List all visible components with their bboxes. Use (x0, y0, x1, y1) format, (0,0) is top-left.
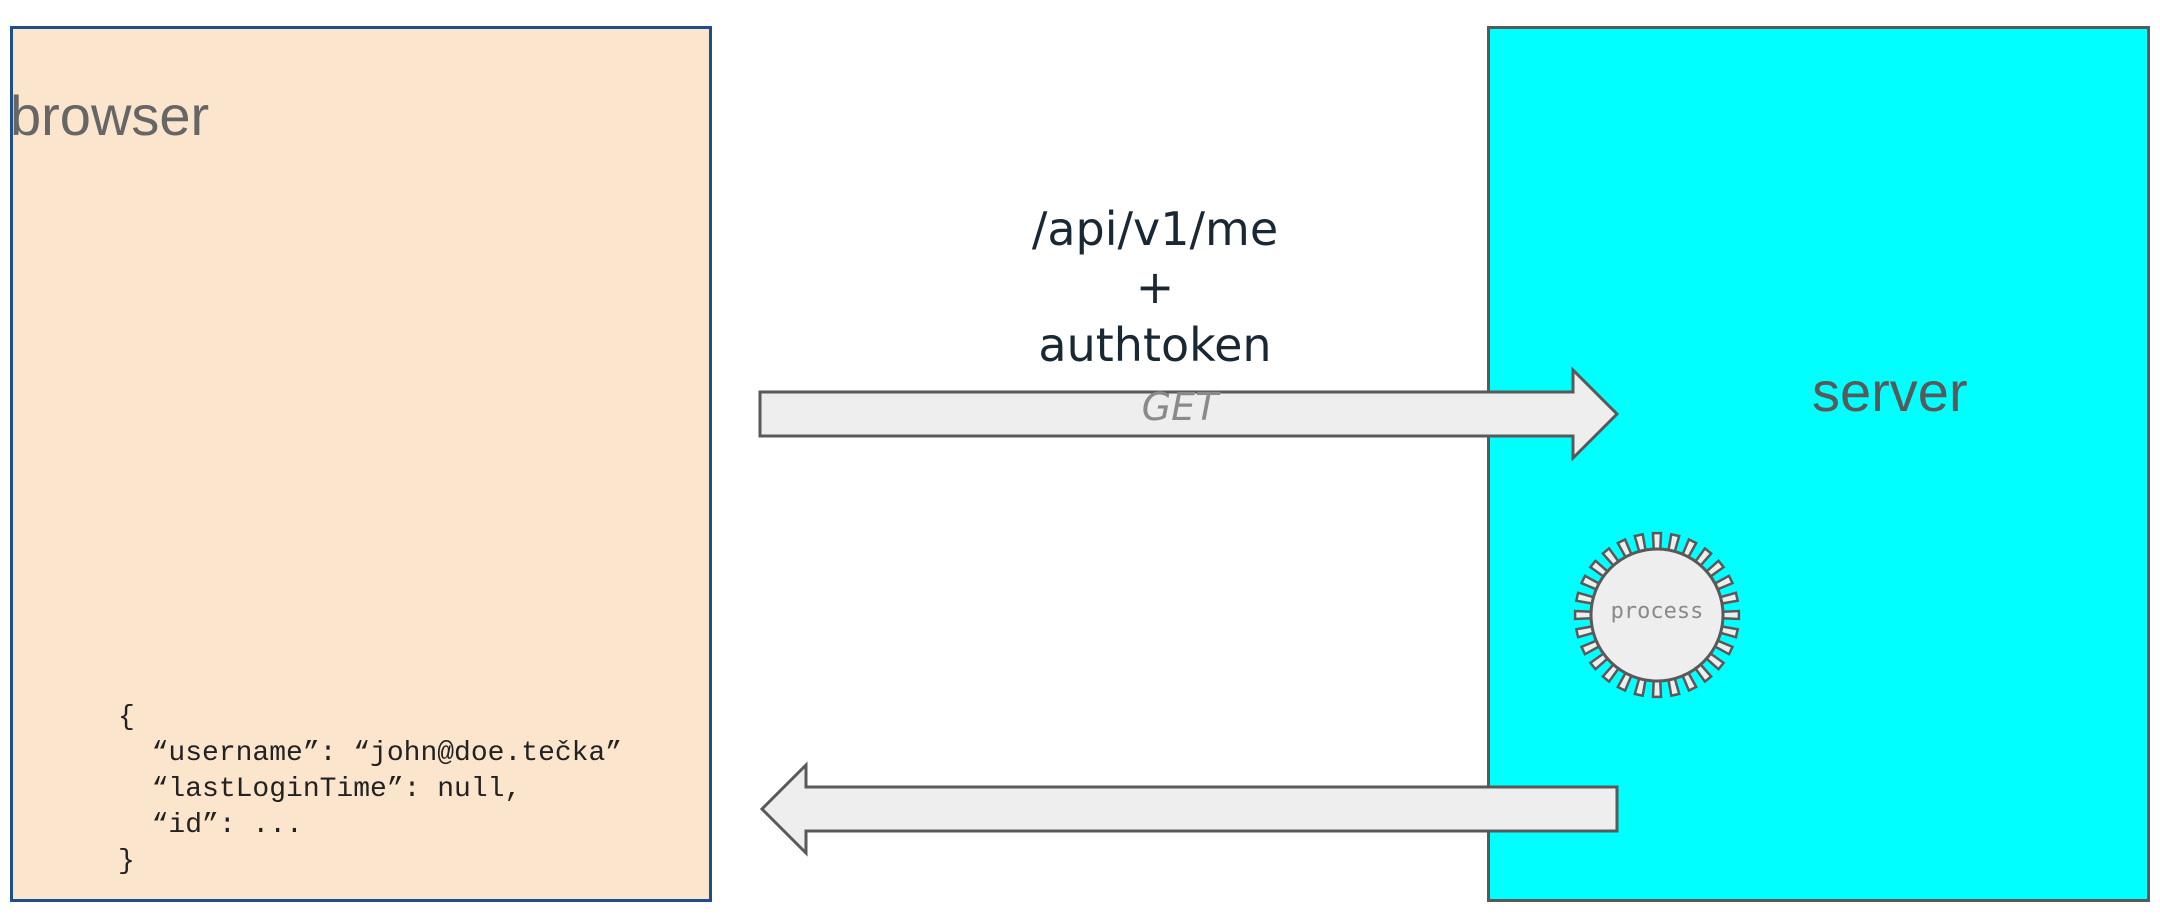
server-box (1487, 26, 2150, 902)
json-line: “username”: “john@doe.tečka” (118, 738, 623, 769)
json-line: “lastLoginTime”: null, (118, 774, 522, 805)
request-label: /api/v1/me + authtoken (980, 200, 1330, 374)
gear-tooth (1651, 679, 1663, 699)
request-plus: + (1135, 260, 1175, 314)
request-path: /api/v1/me (1031, 202, 1279, 256)
gear-tooth (1721, 609, 1741, 621)
process-gear-icon (1573, 531, 1741, 699)
json-line: “id”: ... (118, 810, 303, 841)
request-token: authtoken (1038, 318, 1272, 372)
request-method: GET (1141, 385, 1219, 429)
json-line: { (118, 702, 135, 733)
browser-box (10, 26, 712, 902)
request-arrow (758, 366, 1620, 462)
json-line: } (118, 846, 135, 877)
gear-body (1589, 547, 1725, 683)
response-arrow (759, 761, 1619, 857)
response-json: { “username”: “john@doe.tečka” “lastLogi… (118, 700, 622, 880)
gear-tooth (1573, 609, 1593, 621)
browser-label: browser (10, 84, 210, 147)
process-label: process (1610, 599, 1704, 624)
gear-tooth (1651, 531, 1663, 551)
server-label: server (1812, 360, 1968, 423)
